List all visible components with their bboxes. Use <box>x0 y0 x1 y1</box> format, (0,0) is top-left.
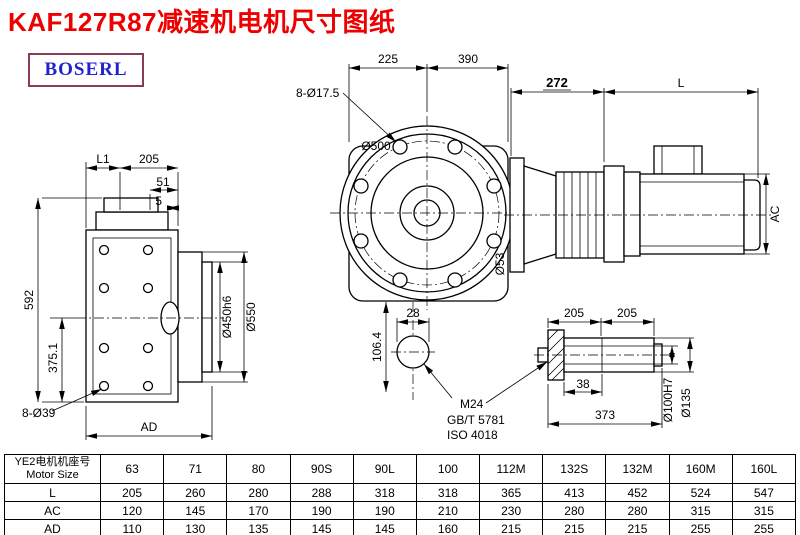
table-cell: 215 <box>542 519 607 535</box>
dim-bolts-8x17-label: 8-Ø17.5 <box>296 86 340 100</box>
size-col-header: 90S <box>289 454 354 484</box>
page-title: KAF127R87减速机电机尺寸图纸 <box>8 7 396 37</box>
brand-logo-text: BOSERL <box>44 59 128 80</box>
table-corner-header: YE2电机机座号 Motor Size <box>4 454 101 484</box>
table-cell: 547 <box>731 483 797 502</box>
dim-51-label: 51 <box>156 175 170 189</box>
table-cell: 190 <box>352 501 417 520</box>
size-col-header: 63 <box>99 454 165 484</box>
table-cell: 170 <box>226 501 291 520</box>
table-header-cn: YE2电机机座号 <box>14 456 91 468</box>
size-col-header: 132S <box>542 454 607 484</box>
table-cell: 318 <box>352 483 417 502</box>
dim-106-label: 106.4 <box>370 332 384 362</box>
table-cell: 135 <box>226 519 291 535</box>
dim-100h7-label: Ø100H7 <box>661 377 675 422</box>
size-col-header: 100 <box>415 454 481 484</box>
dim-390-label: 390 <box>458 52 478 66</box>
row-label: AD <box>4 519 101 535</box>
dim-500-label: Ø500 <box>361 139 391 153</box>
dim-550-label: Ø550 <box>244 302 258 332</box>
dim-225-label: 225 <box>378 52 398 66</box>
dim-28-label: 28 <box>406 306 420 320</box>
table-cell: 160 <box>415 519 481 535</box>
dim-53-label: Ø53 <box>493 252 507 275</box>
dim-l1-label: L1 <box>96 152 110 166</box>
note-iso-standard-label: ISO 4018 <box>447 428 498 442</box>
table-cell: 413 <box>542 483 607 502</box>
shaft-detail-view: 205 205 38 373 Ø100H7 Ø135 <box>534 306 694 428</box>
technical-drawing: L1 205 51 5 592 375.1 8-Ø39 AD Ø450h6 <box>22 52 782 442</box>
table-row-AC: AC 120 145 170 190 190 210 230 280 280 3… <box>4 501 797 520</box>
dim-205a-label: 205 <box>564 306 584 320</box>
dim-5-label: 5 <box>155 194 162 208</box>
note-m24-label: M24 <box>460 397 484 411</box>
dim-205-label: 205 <box>139 152 159 166</box>
row-label: AC <box>4 501 101 520</box>
dim-375-label: 375.1 <box>46 343 60 373</box>
table-cell: 524 <box>668 483 733 502</box>
table-cell: 280 <box>542 501 607 520</box>
dim-ad-label: AD <box>141 420 158 434</box>
dim-bolts-8x39-label: 8-Ø39 <box>22 406 56 420</box>
table-cell: 288 <box>289 483 354 502</box>
size-col-header: 112M <box>479 454 544 484</box>
table-cell: 120 <box>99 501 165 520</box>
table-cell: 318 <box>415 483 481 502</box>
table-cell: 315 <box>731 501 797 520</box>
table-cell: 260 <box>163 483 228 502</box>
motor-size-table: YE2电机机座号 Motor Size 63 71 80 90S 90L 100… <box>4 454 797 535</box>
dim-motor-l-label: L <box>678 76 685 90</box>
table-cell: 280 <box>605 501 670 520</box>
table-cell: 210 <box>415 501 481 520</box>
table-cell: 130 <box>163 519 228 535</box>
front-view: 225 390 8-Ø17.5 Ø500 Ø53 28 106.4 M24 GB… <box>296 52 548 442</box>
table-cell: 365 <box>479 483 544 502</box>
size-col-header: 160L <box>731 454 797 484</box>
table-row-AD: AD 110 130 135 145 145 160 215 215 215 2… <box>4 519 797 535</box>
table-cell: 255 <box>668 519 733 535</box>
dim-ac-label: AC <box>768 205 782 222</box>
dim-38-label: 38 <box>576 377 590 391</box>
size-col-header: 71 <box>163 454 228 484</box>
dim-272-label: 272 <box>546 75 568 90</box>
table-cell: 145 <box>289 519 354 535</box>
row-label: L <box>4 483 101 502</box>
note-gb-standard-label: GB/T 5781 <box>447 413 505 427</box>
dim-450h6-label: Ø450h6 <box>220 295 234 338</box>
table-cell: 110 <box>99 519 165 535</box>
brand-logo: BOSERL <box>28 53 144 87</box>
table-header-en: Motor Size <box>26 469 79 481</box>
table-cell: 190 <box>289 501 354 520</box>
table-cell: 205 <box>99 483 165 502</box>
size-col-header: 80 <box>226 454 291 484</box>
left-side-view: L1 205 51 5 592 375.1 8-Ø39 AD Ø450h6 <box>22 152 258 440</box>
table-row-L: L 205 260 280 288 318 318 365 413 452 52… <box>4 483 797 502</box>
table-cell: 255 <box>731 519 797 535</box>
table-cell: 215 <box>479 519 544 535</box>
dim-205b-label: 205 <box>617 306 637 320</box>
motor-side-view: 272 L AC <box>504 75 782 273</box>
table-cell: 280 <box>226 483 291 502</box>
dim-135-label: Ø135 <box>679 388 693 418</box>
table-cell: 145 <box>352 519 417 535</box>
dim-592-label: 592 <box>22 290 36 310</box>
size-col-header: 132M <box>605 454 670 484</box>
table-cell: 215 <box>605 519 670 535</box>
table-cell: 145 <box>163 501 228 520</box>
table-cell: 230 <box>479 501 544 520</box>
size-col-header: 90L <box>352 454 417 484</box>
table-cell: 452 <box>605 483 670 502</box>
dim-373-label: 373 <box>595 408 615 422</box>
table-cell: 315 <box>668 501 733 520</box>
size-col-header: 160M <box>668 454 733 484</box>
